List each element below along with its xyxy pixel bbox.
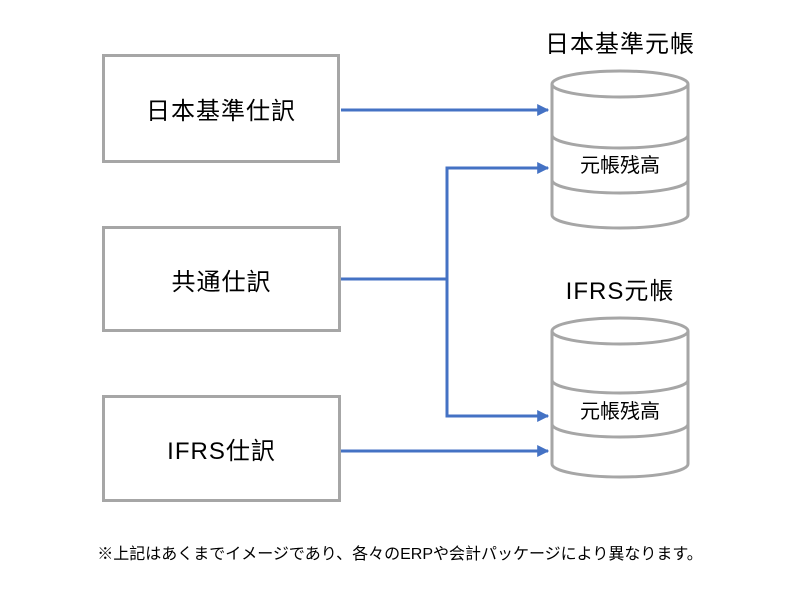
ledger-balance-label: 元帳残高 <box>580 155 660 177</box>
box-label: 共通仕訳 <box>171 268 272 296</box>
cylinder-top-ellipse <box>550 69 690 99</box>
box-common-journal: 共通仕訳 <box>102 226 341 332</box>
box-label: IFRS仕訳 <box>167 438 276 465</box>
database-icon-ifrs-ledger <box>550 316 690 479</box>
box-label: 日本基準仕訳 <box>146 98 296 125</box>
cylinder-body <box>550 331 690 479</box>
arrow-common-journal-to-japan-ledger <box>445 162 550 281</box>
footnote: ※上記はあくまでイメージであり、各々のERPや会計パッケージにより異なります。 <box>97 546 703 563</box>
box-ifrs-journal: IFRS仕訳 <box>102 395 341 502</box>
cylinder-band-line <box>550 179 690 195</box>
box-japan-gaap-journal: 日本基準仕訳 <box>102 54 340 163</box>
ledger-title-ifrs: IFRS元帳 <box>565 278 675 305</box>
ledger-title-japan-gaap: 日本基準元帳 <box>545 31 695 58</box>
ledger-balance-label: 元帳残高 <box>580 401 660 423</box>
cylinder-band-line <box>550 134 690 150</box>
cylinder-band-line <box>550 379 690 395</box>
cylinder-top-ellipse <box>550 316 690 346</box>
arrow-common-journal-to-ifrs-ledger <box>445 277 550 422</box>
cylinder-band-line <box>550 423 690 439</box>
database-icon-japan-gaap-ledger <box>550 69 690 230</box>
